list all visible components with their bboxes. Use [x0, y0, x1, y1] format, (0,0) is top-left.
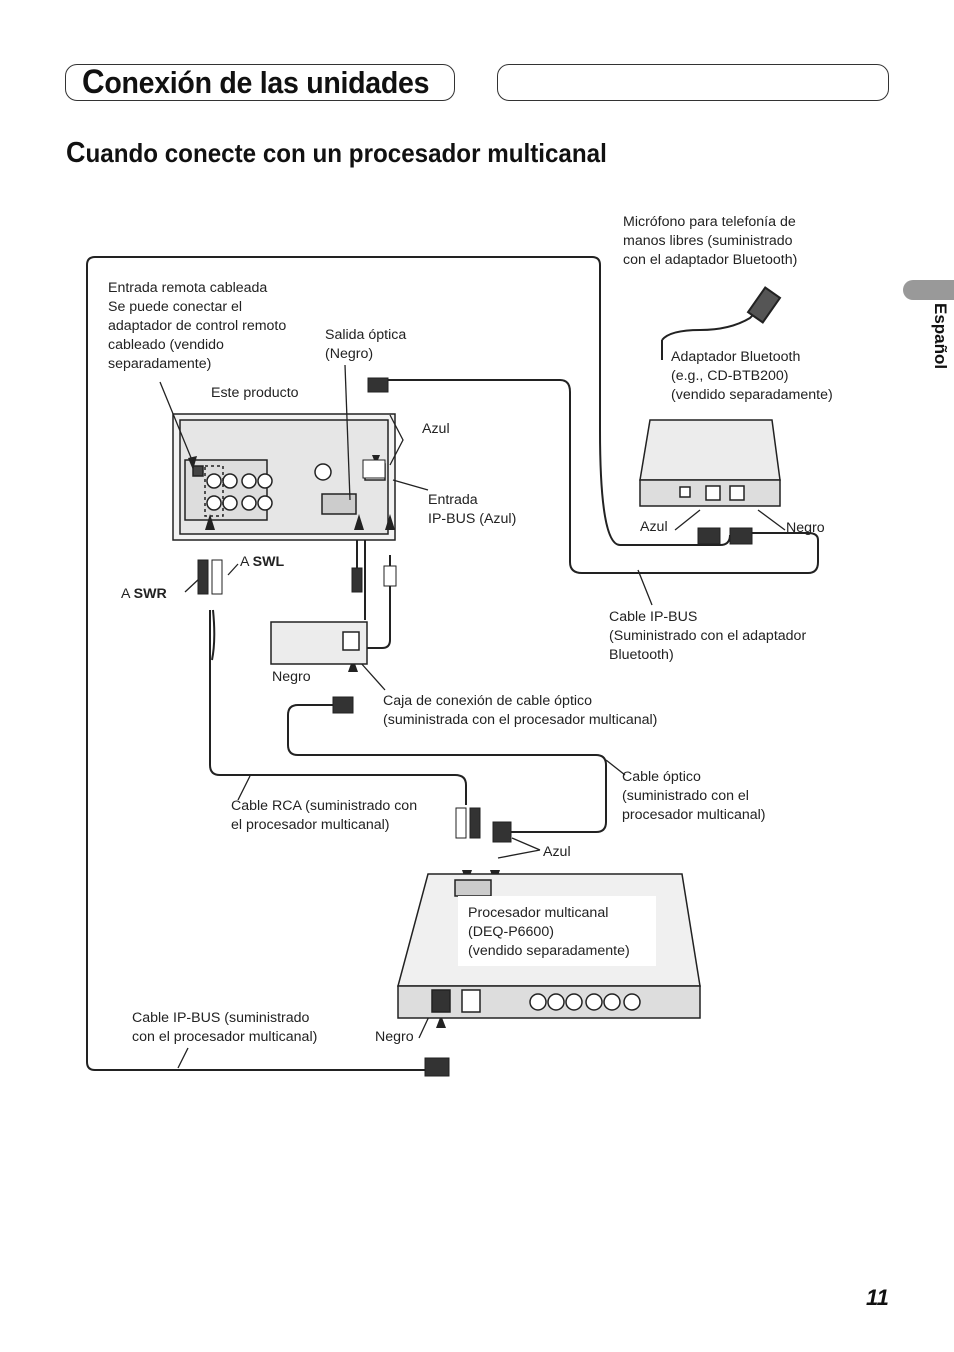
microphone-label: Micrófono para telefonía de manos libres…: [623, 214, 798, 268]
language-tab: [903, 280, 954, 300]
azul-proc-label: Azul: [543, 844, 571, 860]
ipbus-cable-bt-label: Cable IP-BUS (Suministrado con el adapta…: [609, 609, 807, 663]
optical-cable-line: [287, 704, 607, 833]
page-title: Conexión de las unidades: [82, 63, 430, 101]
negro-bt-label: Negro: [786, 520, 825, 536]
ipbus-cable-bt-line: [385, 379, 819, 574]
rca-cable-label: Cable RCA (suministrado con el procesado…: [231, 798, 418, 833]
page-number: 11: [866, 1285, 889, 1310]
to-swl-label: A SWL: [240, 554, 285, 570]
head-unit: [172, 413, 396, 541]
optical-box-label: Caja de conexión de cable óptico (sumini…: [383, 693, 658, 728]
header-empty-frame: [497, 64, 889, 101]
header-title-frame: [65, 64, 455, 101]
negro-proc-label: Negro: [375, 1029, 414, 1045]
ipbus-input-label: Entrada IP-BUS (Azul): [428, 492, 517, 527]
optical-cable-label: Cable óptico (suministrado con el proces…: [622, 769, 766, 823]
rca-plug-swr: [197, 377, 753, 1077]
processor-label: Procesador multicanal (DEQ-P6600) (vendi…: [468, 905, 630, 959]
section-title: Cuando conecte con un procesador multica…: [66, 137, 607, 169]
optical-out-label: Salida óptica (Negro): [325, 327, 407, 362]
bluetooth-adapter: [639, 419, 781, 507]
rca-cable-line: [209, 610, 467, 805]
optical-connection-box: [270, 621, 368, 665]
this-product-label: Este producto: [211, 385, 299, 401]
wired-remote-label: Entrada remota cableada Se puede conecta…: [108, 280, 287, 372]
azul-top-label: Azul: [422, 421, 450, 437]
negro-box-label: Negro: [272, 669, 311, 685]
bt-adapter-label: Adaptador Bluetooth (e.g., CD-BTB200) (v…: [671, 349, 833, 403]
to-swr-label: A SWR: [121, 586, 167, 602]
language-label: Español: [931, 303, 950, 370]
ipbus-cable-proc-label: Cable IP-BUS (suministrado con el proces…: [132, 1010, 318, 1045]
ipbus-cable-processor-line: [86, 256, 731, 1071]
azul-bt-label: Azul: [640, 519, 668, 535]
microphone-icon: [661, 286, 782, 360]
